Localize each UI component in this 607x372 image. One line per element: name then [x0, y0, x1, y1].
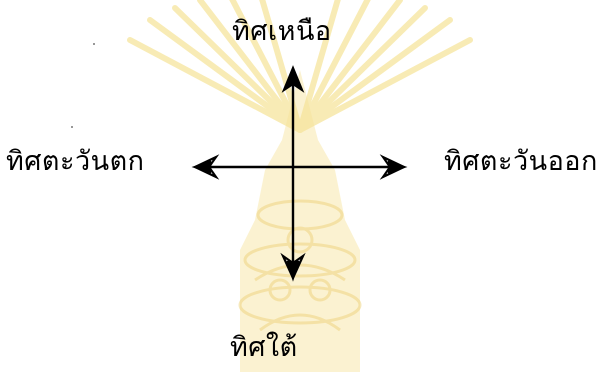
label-south: ทิศใต้ — [230, 334, 298, 361]
scan-speck — [93, 43, 95, 45]
label-east: ทิศตะวันออก — [444, 148, 598, 175]
label-north: ทิศเหนือ — [232, 18, 332, 45]
scan-speck — [71, 126, 73, 128]
label-west: ทิศตะวันตก — [6, 148, 144, 175]
